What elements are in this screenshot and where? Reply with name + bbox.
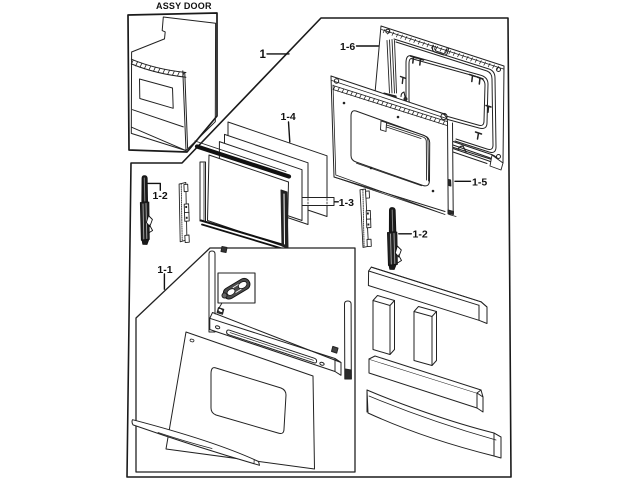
svg-text:1-3: 1-3	[339, 197, 354, 209]
svg-text:1: 1	[260, 49, 267, 61]
svg-text:1-1: 1-1	[157, 264, 172, 276]
svg-text:1-2: 1-2	[153, 190, 168, 202]
svg-text:1-4: 1-4	[281, 111, 296, 123]
svg-text:1-5: 1-5	[472, 177, 487, 189]
svg-text:1-2: 1-2	[413, 228, 428, 240]
svg-text:ASSY DOOR: ASSY DOOR	[156, 1, 212, 11]
svg-text:1-6: 1-6	[340, 41, 355, 53]
